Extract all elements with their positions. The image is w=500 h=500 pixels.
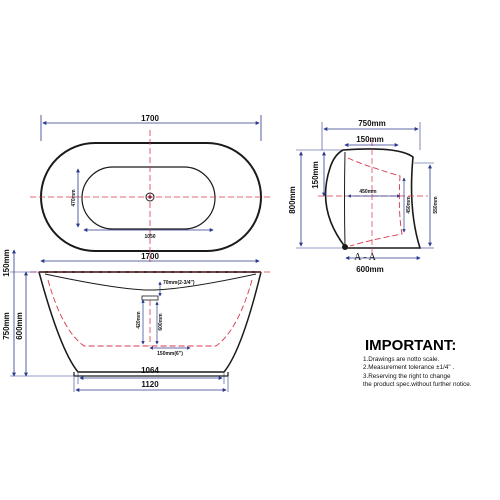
top-inner-length-label: 1050 <box>144 234 155 240</box>
section-inner-width-label: 450mm <box>359 189 377 195</box>
section-inner-basin <box>344 151 346 247</box>
section-rim-label: 150mm <box>356 135 384 144</box>
top-view: 1700 1050 470mm <box>30 114 272 262</box>
section-height-label: 800mm <box>288 186 297 214</box>
side-inner-depth-label: 600mm <box>158 313 164 331</box>
side-view-inner-basin <box>44 273 257 291</box>
side-base-length-label: 1120 <box>141 380 159 389</box>
side-overflow-label: 70mm(2-3/4") <box>163 280 195 286</box>
top-length-label: 1700 <box>141 114 159 123</box>
top-view-inner-basin <box>81 166 216 230</box>
note-line: 1.Drawings are notto scale. <box>363 356 440 363</box>
side-length-label: 1700 <box>141 252 159 261</box>
top-inner-width-label: 470mm <box>71 189 77 207</box>
side-view-outer-shell <box>38 271 262 373</box>
side-drain-height-label: 420mm <box>136 311 142 329</box>
note-line: 2.Measurement tolerance ±1/4" . <box>363 364 455 372</box>
section-inner-height-label: 450mm <box>406 196 412 214</box>
section-base-label: 600mm <box>356 265 384 274</box>
section-drain <box>342 244 348 250</box>
side-depth-label: 600mm <box>15 312 24 340</box>
section-left-rim-label: 150mm <box>311 161 320 189</box>
note-line: 3.Reserving the right to change <box>363 372 451 380</box>
section-right-height-label: 550mm <box>433 196 439 214</box>
section-view: 750mm 150mm 450mm 600mm 800mm 150mm 450m… <box>288 119 439 274</box>
side-drain-offset-label: 150mm(6") <box>157 351 183 357</box>
section-width-label: 750mm <box>358 119 386 128</box>
section-label: A - A <box>354 252 376 263</box>
note-line: the product spec.without further notice. <box>363 381 472 389</box>
notes-title: IMPORTANT: <box>365 337 457 354</box>
important-notes: IMPORTANT: 1.Drawings are notto scale. 2… <box>363 337 498 390</box>
side-height-label: 750mm <box>2 312 11 340</box>
side-view-overflow <box>141 295 159 301</box>
side-rim-height-label: 150mm <box>2 249 11 277</box>
side-view: 1700 150mm 750mm 600mm 70mm(2-3/4") 420m… <box>2 249 272 392</box>
side-bottom-length-label: 1064 <box>141 366 159 375</box>
